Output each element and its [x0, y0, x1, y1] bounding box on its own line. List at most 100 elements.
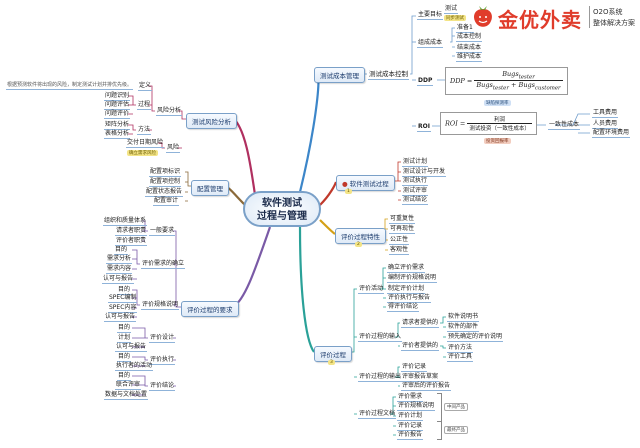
eval-output-node[interactable]: 评价过程的输出 — [358, 373, 403, 382]
req-conclude-item[interactable]: 联合评审 — [115, 381, 142, 390]
req-general-item[interactable]: 组织和质量体系 — [103, 217, 148, 226]
traits-item[interactable]: 可再现性 — [389, 225, 416, 234]
eval-setup-item[interactable]: 编制评价规格说明 — [387, 274, 438, 283]
req-establish-item[interactable]: 需求内容 — [106, 265, 133, 274]
eval-output-item[interactable]: 评价记录 — [401, 363, 428, 372]
composition-item[interactable]: 维护成本 — [456, 53, 483, 62]
req-establish-item[interactable]: 需求分析 — [106, 255, 133, 264]
req-general-node[interactable]: 一般要求 — [149, 227, 176, 236]
eval-output-item[interactable]: 评审报告草案 — [401, 373, 440, 382]
consistency-item[interactable]: 工具费用 — [592, 109, 619, 118]
risk-lines — [128, 85, 186, 149]
req-spec-item[interactable]: SPEC编制 — [108, 294, 138, 303]
final-bracket — [437, 421, 442, 440]
risk-topic[interactable]: 测试风险分析 — [186, 113, 237, 129]
eval-doc-item[interactable]: 评价计划 — [397, 412, 424, 421]
risk-process-item[interactable]: 问题识别 — [104, 92, 131, 101]
risk-definition-node[interactable]: 定义 — [138, 82, 153, 91]
req-establish-item[interactable]: 认可与报告 — [102, 275, 135, 284]
final-tag: 最终产品 — [444, 426, 468, 434]
req-spec-node[interactable]: 评价规格说明 — [141, 301, 180, 310]
composition-item[interactable]: 成本控制 — [456, 33, 483, 42]
req-execute-node[interactable]: 评价执行 — [149, 356, 176, 365]
composition-prep[interactable]: 准备1 — [456, 24, 474, 33]
cost-control-node[interactable]: 测试成本控制 — [368, 70, 409, 80]
eval-setup-node[interactable]: 评价活动 — [358, 285, 385, 294]
config-topic[interactable]: 配置管理 — [191, 180, 229, 196]
eval-doc-item[interactable]: 评价记录 — [397, 422, 424, 431]
composition-node[interactable]: 组成成本 — [417, 39, 444, 48]
ddp-node[interactable]: DDP — [417, 77, 434, 86]
risk-tag: 确立需求风险 — [127, 150, 158, 156]
eval-doc-item[interactable]: 评价需求 — [397, 393, 424, 402]
consistency-item[interactable]: 人员费用 — [592, 120, 619, 129]
req-conclude-node[interactable]: 评价结论 — [149, 382, 176, 391]
req-conclude-item[interactable]: 目的 — [117, 372, 132, 381]
roi-node[interactable]: ROI — [417, 123, 431, 132]
consistency-item[interactable]: 配置环境费用 — [592, 129, 631, 138]
process-item[interactable]: 测试结论 — [402, 196, 429, 205]
req-execute-item[interactable]: 执行者的活动 — [115, 362, 154, 371]
main-goal-node[interactable]: 主要目标 — [417, 11, 444, 20]
req-general-item[interactable]: 请求者职责 — [115, 227, 148, 236]
eval-input-b-item[interactable]: 评价工具 — [447, 353, 474, 362]
req-spec-item[interactable]: 目的 — [117, 286, 132, 295]
req-topic[interactable]: 评价过程的要求 — [181, 301, 239, 317]
process-item[interactable]: 测试评审 — [402, 187, 429, 196]
req-spec-item[interactable]: 认可与报告 — [104, 313, 137, 322]
eval-doc-item[interactable]: 评价报告 — [397, 431, 424, 440]
risk-risk-node[interactable]: 风险 — [166, 144, 181, 153]
eval-setup-item[interactable]: 评价执行与报告 — [387, 294, 432, 303]
eval-setup-item[interactable]: 确立评价需求 — [387, 264, 426, 273]
req-design-item[interactable]: 目的 — [117, 324, 132, 333]
process-item[interactable]: 测试设计与开发 — [402, 168, 447, 177]
req-general-item[interactable]: 评价者职责 — [115, 237, 148, 246]
risk-risk-item[interactable]: 交付日期风险 — [126, 139, 165, 148]
req-establish-node[interactable]: 评价需求的确立 — [141, 260, 186, 269]
config-item[interactable]: 配置项控制 — [149, 178, 182, 187]
eval-input-a[interactable]: 请求者提供的 — [401, 319, 440, 328]
risk-method-item[interactable]: 表格分析 — [104, 130, 131, 139]
process-item[interactable]: 测试计划 — [402, 158, 429, 167]
cost-topic[interactable]: 测试成本管理 — [314, 67, 365, 83]
req-design-item[interactable]: 计划 — [117, 334, 132, 343]
eval-setup-item[interactable]: 得评价结论 — [387, 303, 420, 312]
eval-input-a-item[interactable]: 软件的部件 — [447, 323, 480, 332]
traits-item[interactable]: 公正性 — [389, 236, 410, 245]
eval-doc-item[interactable]: 评价规格说明 — [397, 402, 436, 411]
risk-process-node[interactable]: 过程 — [137, 101, 152, 110]
config-item[interactable]: 配置状态报告 — [145, 188, 184, 197]
eval-input-b-item[interactable]: 评价方法 — [447, 344, 474, 353]
req-establish-item[interactable]: 目的 — [114, 246, 129, 255]
eval-output-item[interactable]: 评审后的评价报告 — [401, 382, 452, 391]
config-item[interactable]: 配置项标识 — [149, 168, 182, 177]
eval-input-a-item[interactable]: 预先确定的评价说明 — [447, 333, 504, 342]
eval-input-a-item[interactable]: 软件说明书 — [447, 313, 480, 322]
central-topic[interactable]: 软件测试 过程与管理 — [243, 191, 321, 227]
consistency-node[interactable]: 一致性成本 — [548, 121, 581, 130]
eval-docs-node[interactable]: 评价过程文档 — [358, 410, 397, 419]
risk-method-item[interactable]: 矩阵分析 — [104, 121, 131, 130]
traits-item[interactable]: 客观性 — [389, 246, 410, 255]
traits-item[interactable]: 可重复性 — [389, 215, 416, 224]
process-topic[interactable]: ● 软件测试过程 — [336, 175, 395, 191]
composition-item[interactable]: 结束成本 — [456, 44, 483, 53]
req-conclude-item[interactable]: 数据与文档处置 — [104, 391, 149, 400]
eval-input-b[interactable]: 评价者提供的 — [401, 342, 440, 351]
risk-process-item[interactable]: 问题评估 — [104, 101, 131, 110]
eval-input-node[interactable]: 评价过程的输入 — [358, 333, 403, 342]
req-execute-item[interactable]: 目的 — [117, 353, 132, 362]
goal-text[interactable]: 测试 — [444, 5, 459, 14]
risk-analysis-node[interactable]: 风险分析 — [156, 107, 183, 116]
risk-process-item[interactable]: 问题评价 — [104, 110, 131, 119]
brand-name: 金优外卖 — [498, 8, 582, 32]
req-design-item[interactable]: 认可与报告 — [115, 343, 148, 352]
req-spec-item[interactable]: SPEC内容 — [108, 304, 138, 313]
branch-cost — [298, 73, 320, 193]
process-item[interactable]: 测试执行 — [402, 177, 429, 186]
req-design-node[interactable]: 评价设计 — [149, 334, 176, 343]
eval-setup-item[interactable]: 制定评价计划 — [387, 285, 426, 294]
config-item[interactable]: 配置审计 — [153, 197, 180, 206]
risk-method-node[interactable]: 方法 — [137, 126, 152, 135]
